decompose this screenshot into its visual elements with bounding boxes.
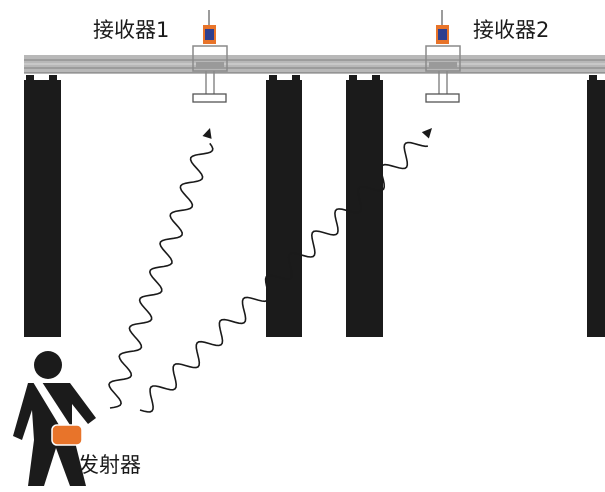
panel-4 [587,75,605,337]
transmitter-label: 发射器 [78,453,141,477]
person-icon [13,351,96,486]
receiver-1 [192,10,228,103]
panel-1 [24,75,61,337]
panel-2 [266,75,302,337]
panel-3 [346,75,383,337]
wave-arrowhead [202,128,212,139]
signal-wave-icon [108,142,214,409]
receiver-2-label: 接收器2 [473,18,550,42]
ceiling-rail [24,55,605,74]
signal-waves [108,128,432,413]
hanging-panels [24,75,605,337]
wave-arrowhead [421,128,432,139]
person-head [34,351,62,379]
signal-wave-icon [139,141,428,413]
receiver-1-label: 接收器1 [93,18,170,42]
transmitter-pouch-icon [51,424,83,446]
sash [33,382,70,430]
receiver-2 [425,10,461,103]
